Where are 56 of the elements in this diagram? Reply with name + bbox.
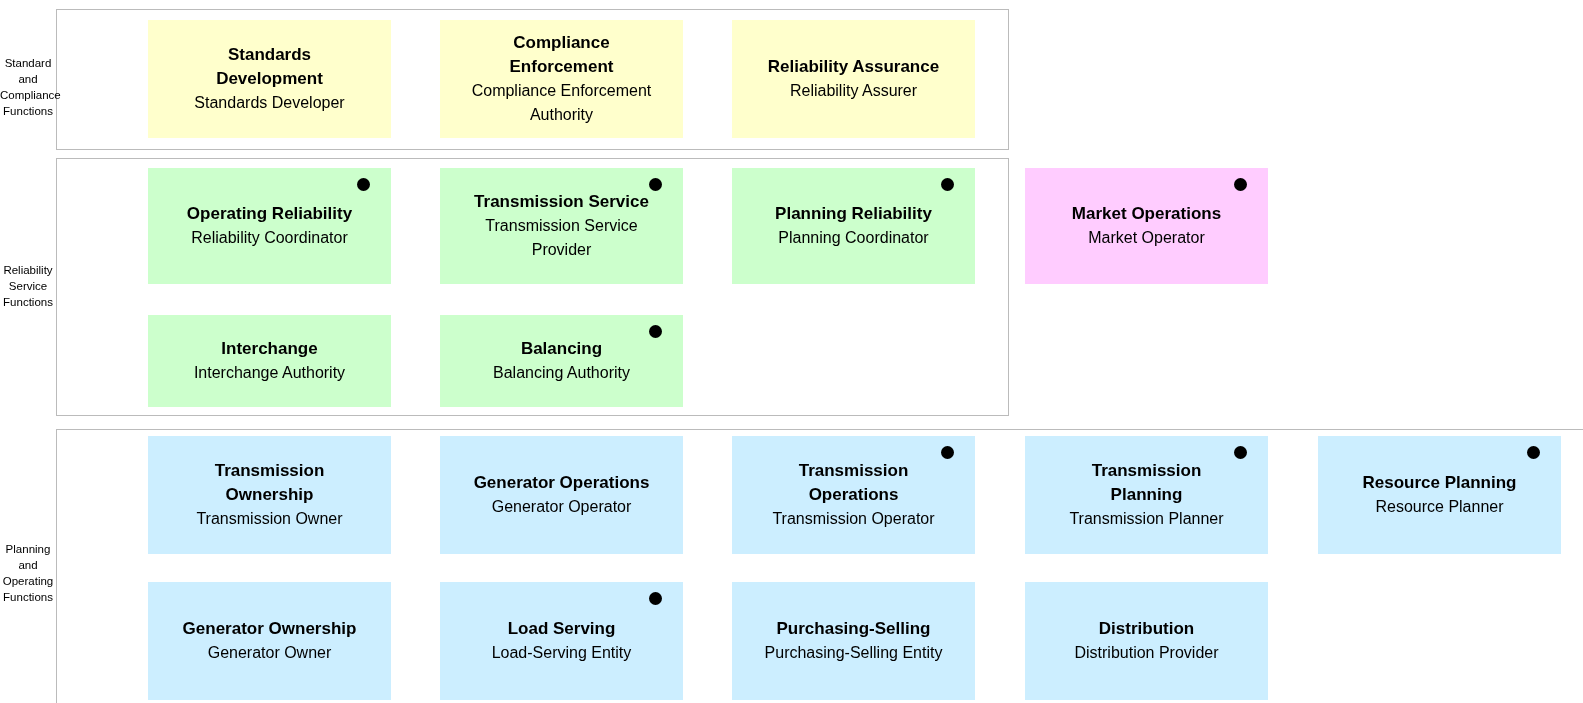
entity-name: Standards Developer [194, 93, 345, 113]
entity-name: Purchasing-Selling Entity [764, 643, 943, 663]
entity-name: Transmission Owner [196, 509, 343, 529]
function-card [1025, 168, 1268, 284]
entity-name: Transmission Operator [772, 509, 935, 529]
function-card [148, 315, 391, 407]
entity-name: Balancing Authority [493, 363, 630, 383]
function-card [1318, 436, 1561, 554]
function-card [732, 168, 975, 284]
entity-name: Generator Operator [491, 497, 632, 517]
function-card [440, 20, 683, 138]
function-title: Operating Reliability [186, 203, 353, 225]
function-title: Transmission Operations [797, 460, 910, 506]
group-label: Reliability Service Functions [2, 263, 54, 310]
function-card [732, 20, 975, 138]
function-title: Generator Operations [473, 472, 650, 494]
function-card [1025, 582, 1268, 700]
function-card [732, 582, 975, 700]
function-title: Distribution [1098, 618, 1195, 640]
function-title: Load Serving [507, 618, 616, 640]
entity-name: Resource Planner [1375, 497, 1504, 517]
function-card [148, 582, 391, 700]
group-label: Planning and Operating Functions [1, 542, 55, 605]
function-title: Reliability Assurance [767, 56, 940, 78]
function-title: Generator Ownership [182, 618, 357, 640]
function-title: Market Operations [1071, 203, 1222, 225]
entity-name: Distribution Provider [1074, 643, 1219, 663]
entity-name: Planning Coordinator [778, 228, 929, 248]
function-card [440, 168, 683, 284]
function-title: Balancing [520, 338, 603, 360]
function-title: Transmission Planning [1090, 460, 1203, 506]
entity-name: Transmission Service Provider [484, 216, 639, 260]
function-title: Compliance Enforcement [508, 32, 615, 78]
function-card [732, 436, 975, 554]
function-title: Purchasing-Selling [776, 618, 931, 640]
function-title: Interchange [221, 338, 318, 360]
function-title: Planning Reliability [775, 203, 932, 225]
entity-name: Load-Serving Entity [491, 643, 632, 663]
function-title: Resource Planning [1362, 472, 1517, 494]
entity-name: Transmission Planner [1069, 509, 1224, 529]
function-card [440, 582, 683, 700]
entity-name: Reliability Coordinator [191, 228, 348, 248]
function-title: Standards Development [215, 44, 324, 90]
entity-name: Generator Owner [207, 643, 332, 663]
entity-name: Interchange Authority [193, 363, 346, 383]
function-card [440, 315, 683, 407]
function-card [440, 436, 683, 554]
entity-name: Reliability Assurer [789, 81, 918, 101]
entity-name: Market Operator [1088, 228, 1205, 248]
function-card [148, 436, 391, 554]
function-card [148, 168, 391, 284]
function-card [1025, 436, 1268, 554]
function-card [148, 20, 391, 138]
function-title: Transmission Ownership [213, 460, 326, 506]
entity-name: Compliance Enforcement Authority [470, 81, 653, 125]
function-title: Transmission Service [474, 191, 649, 213]
